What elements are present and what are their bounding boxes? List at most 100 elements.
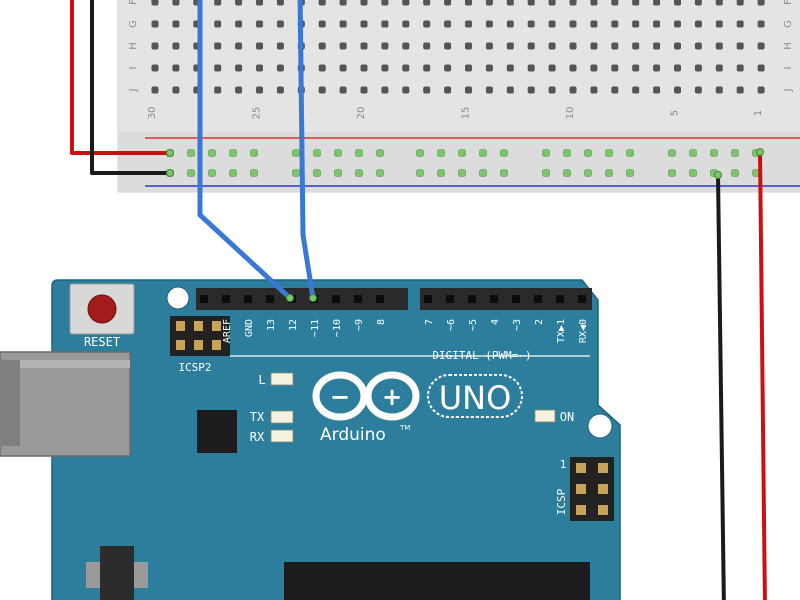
breadboard-hole[interactable] [360, 42, 368, 50]
breadboard-hole[interactable] [569, 42, 577, 50]
breadboard-hole[interactable] [381, 0, 389, 6]
breadboard-hole[interactable] [590, 86, 598, 94]
breadboard-hole[interactable] [423, 42, 431, 50]
header-socket[interactable] [354, 295, 362, 303]
breadboard-hole[interactable] [339, 86, 347, 94]
breadboard-hole[interactable] [381, 42, 389, 50]
breadboard-hole[interactable] [276, 64, 284, 72]
rail-hole[interactable] [731, 149, 739, 157]
breadboard-hole[interactable] [736, 0, 744, 6]
breadboard-hole[interactable] [172, 20, 180, 28]
breadboard-hole[interactable] [736, 86, 744, 94]
breadboard-hole[interactable] [715, 42, 723, 50]
red-wire-right[interactable] [758, 150, 767, 600]
reset-button[interactable] [69, 283, 135, 335]
breadboard-hole[interactable] [339, 42, 347, 50]
breadboard-hole[interactable] [485, 42, 493, 50]
breadboard-hole[interactable] [276, 0, 284, 6]
breadboard-hole[interactable] [381, 86, 389, 94]
breadboard-hole[interactable] [611, 86, 619, 94]
rail-hole[interactable] [187, 169, 195, 177]
breadboard-hole[interactable] [611, 42, 619, 50]
breadboard-hole[interactable] [506, 42, 514, 50]
header-socket[interactable] [200, 295, 208, 303]
breadboard-hole[interactable] [757, 86, 765, 94]
breadboard-hole[interactable] [653, 20, 661, 28]
breadboard-hole[interactable] [423, 86, 431, 94]
header-socket[interactable] [490, 295, 498, 303]
rail-hole[interactable] [334, 169, 342, 177]
breadboard-hole[interactable] [611, 20, 619, 28]
rail-hole[interactable] [229, 149, 237, 157]
breadboard-hole[interactable] [256, 86, 263, 94]
breadboard-hole[interactable] [276, 42, 284, 50]
breadboard-hole[interactable] [151, 0, 159, 6]
breadboard-hole[interactable] [506, 86, 514, 94]
breadboard-hole[interactable] [235, 0, 243, 6]
breadboard-hole[interactable] [276, 86, 284, 94]
breadboard-hole[interactable] [318, 20, 326, 28]
breadboard-hole[interactable] [694, 0, 702, 6]
rail-hole[interactable] [187, 149, 195, 157]
breadboard-hole[interactable] [527, 64, 535, 72]
breadboard-hole[interactable] [444, 0, 452, 6]
breadboard-hole[interactable] [235, 86, 243, 94]
breadboard-hole[interactable] [381, 64, 389, 72]
rail-hole[interactable] [626, 169, 634, 177]
breadboard-hole[interactable] [318, 0, 326, 6]
breadboard-hole[interactable] [465, 86, 472, 94]
breadboard-hole[interactable] [548, 86, 556, 94]
breadboard-hole[interactable] [465, 0, 472, 6]
header-socket[interactable] [446, 295, 454, 303]
breadboard-hole[interactable] [569, 86, 577, 94]
breadboard-hole[interactable] [318, 86, 326, 94]
breadboard-hole[interactable] [423, 64, 431, 72]
breadboard-hole[interactable] [256, 42, 263, 50]
breadboard-hole[interactable] [757, 20, 765, 28]
breadboard-hole[interactable] [506, 0, 514, 6]
header-socket[interactable] [578, 295, 586, 303]
rail-hole[interactable] [334, 149, 342, 157]
header-socket[interactable] [512, 295, 520, 303]
breadboard-hole[interactable] [674, 86, 681, 94]
black-wire-right[interactable] [716, 173, 726, 600]
rail-hole[interactable] [584, 149, 592, 157]
rail-hole[interactable] [605, 169, 613, 177]
breadboard-hole[interactable] [674, 42, 681, 50]
rail-hole[interactable] [437, 149, 445, 157]
breadboard-hole[interactable] [548, 20, 556, 28]
header-socket[interactable] [244, 295, 252, 303]
breadboard-hole[interactable] [694, 64, 702, 72]
breadboard-hole[interactable] [715, 20, 723, 28]
breadboard-hole[interactable] [653, 42, 661, 50]
breadboard-hole[interactable] [527, 0, 535, 6]
header-socket[interactable] [556, 295, 564, 303]
breadboard-hole[interactable] [548, 64, 556, 72]
breadboard-hole[interactable] [402, 86, 410, 94]
breadboard-hole[interactable] [235, 20, 243, 28]
rail-hole[interactable] [416, 169, 424, 177]
rail-hole[interactable] [731, 169, 739, 177]
breadboard-hole[interactable] [736, 20, 744, 28]
breadboard-hole[interactable] [423, 0, 431, 6]
header-socket[interactable] [266, 295, 274, 303]
breadboard-hole[interactable] [214, 42, 222, 50]
breadboard-hole[interactable] [172, 0, 180, 6]
red-wire-left[interactable] [70, 0, 170, 155]
breadboard-hole[interactable] [339, 64, 347, 72]
rail-hole[interactable] [416, 149, 424, 157]
breadboard-hole[interactable] [715, 64, 723, 72]
breadboard-hole[interactable] [632, 20, 640, 28]
breadboard-hole[interactable] [423, 20, 431, 28]
breadboard-hole[interactable] [214, 86, 222, 94]
rail-hole[interactable] [229, 169, 237, 177]
header-socket[interactable] [332, 295, 340, 303]
breadboard-hole[interactable] [757, 42, 765, 50]
rail-hole[interactable] [479, 149, 487, 157]
rail-hole[interactable] [689, 169, 697, 177]
breadboard-hole[interactable] [506, 20, 514, 28]
breadboard-hole[interactable] [465, 20, 472, 28]
rail-hole[interactable] [292, 169, 300, 177]
breadboard-hole[interactable] [402, 0, 410, 6]
breadboard-hole[interactable] [632, 42, 640, 50]
